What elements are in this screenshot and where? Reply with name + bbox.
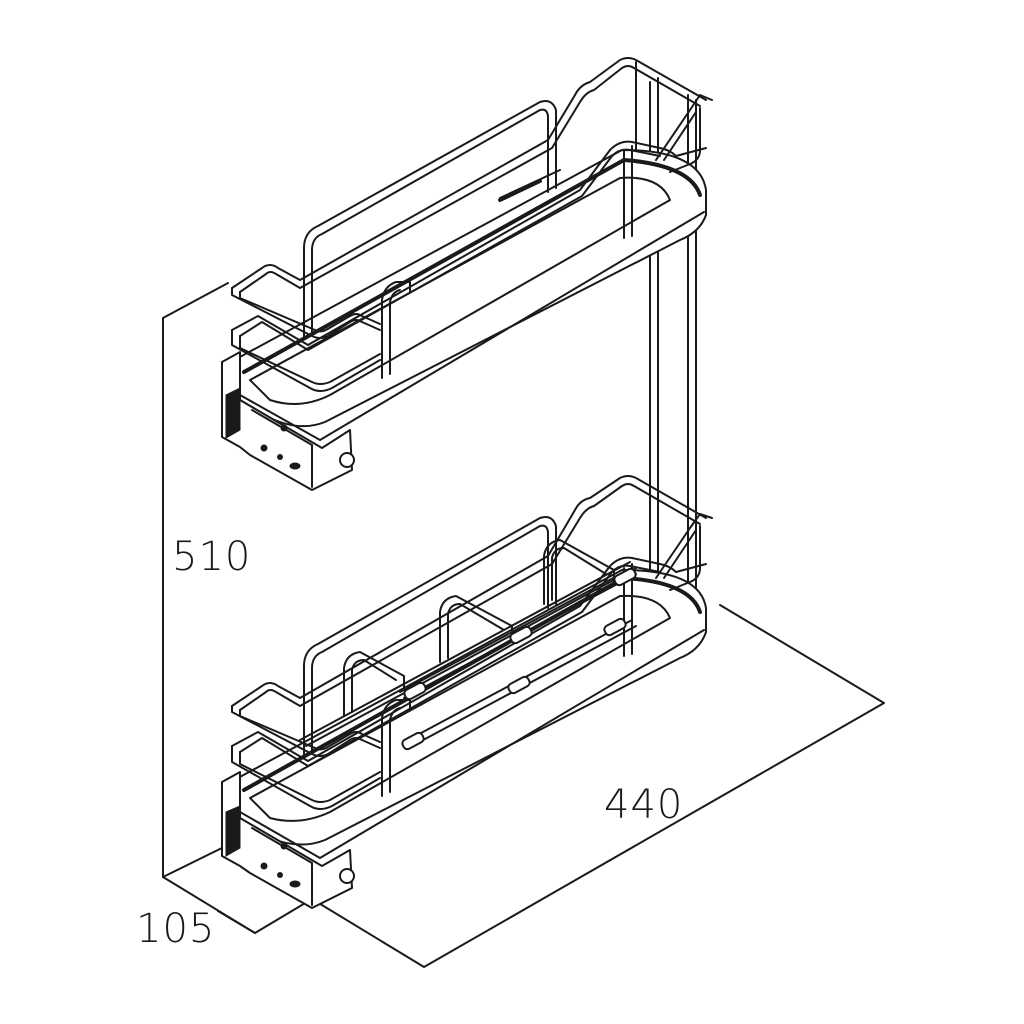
upper-basket: [221, 57, 713, 491]
height-dimension-label: 510: [172, 534, 251, 580]
width-dimension-label: 440: [604, 782, 683, 828]
depth-dimension-label: 105: [136, 906, 215, 952]
rod-clips: [401, 567, 637, 751]
lower-basket: [221, 475, 713, 909]
dimension-lines: [162, 282, 885, 968]
